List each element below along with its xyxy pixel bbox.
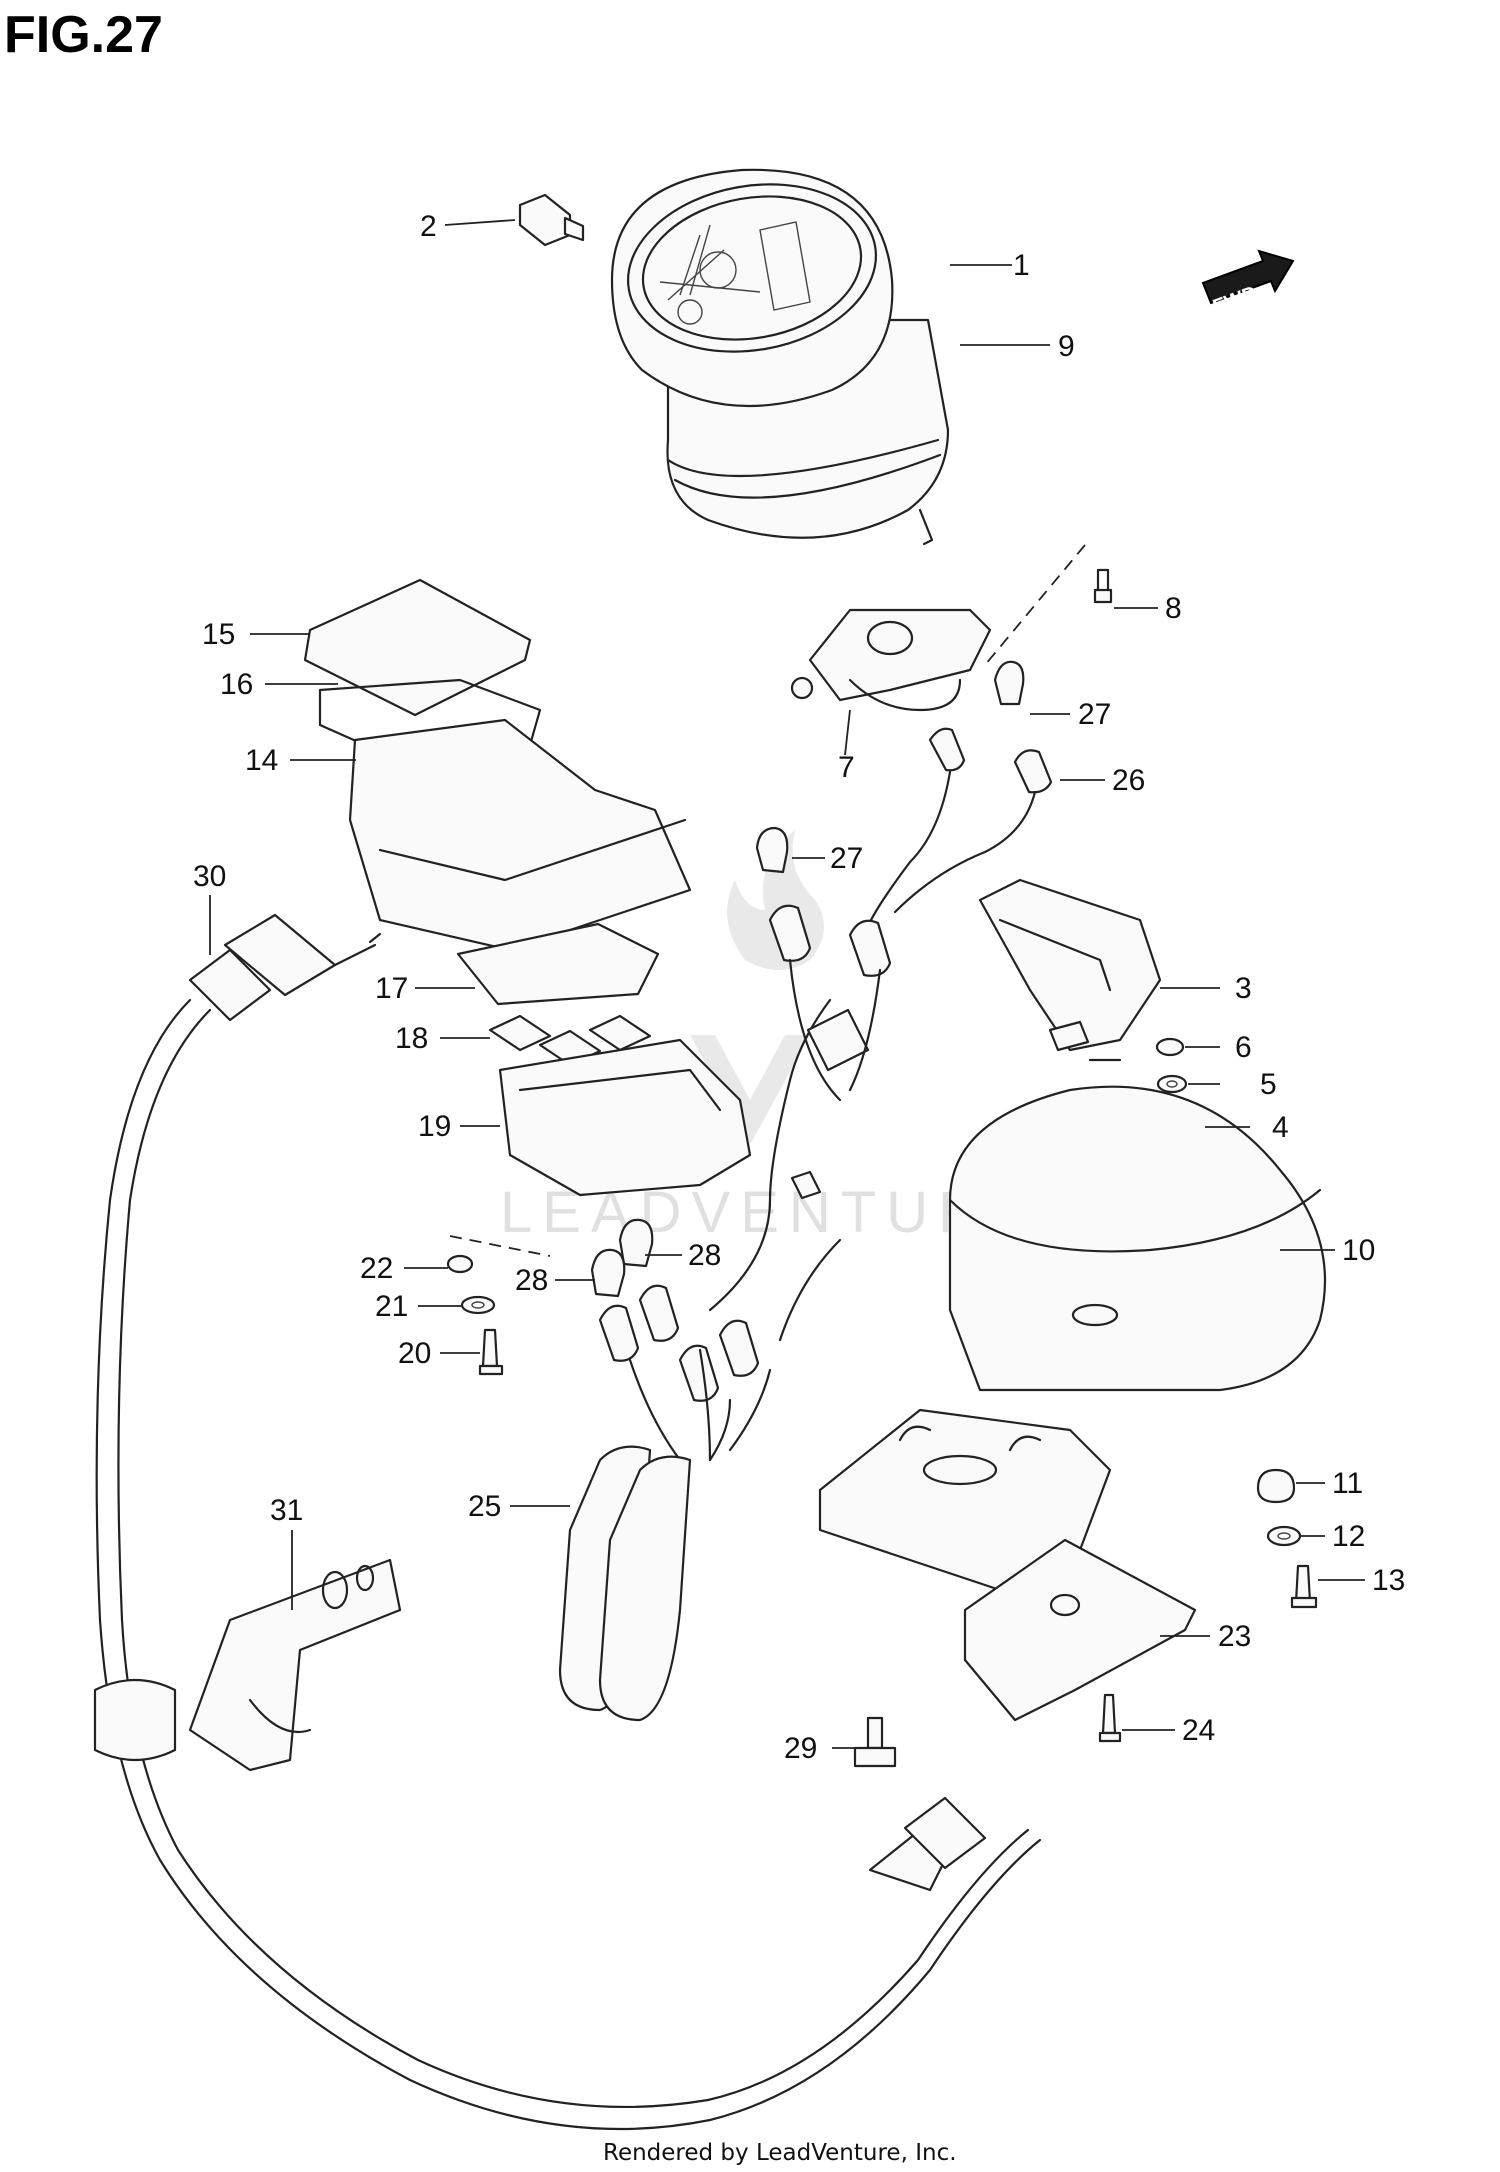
callout-26: 26: [1112, 764, 1145, 797]
grommet-part-11: [1256, 1468, 1296, 1504]
callout-28-upper: 28: [688, 1239, 721, 1272]
callout-29: 29: [784, 1732, 817, 1765]
cable-part-30: [93, 913, 1042, 2131]
lens-part-15: [303, 578, 532, 717]
case-part-14: [348, 718, 692, 952]
callout-22: 22: [360, 1252, 393, 1285]
callout-7: 7: [838, 751, 855, 784]
callout-6: 6: [1235, 1031, 1252, 1064]
callout-8: 8: [1165, 592, 1182, 625]
screw-part-20: [478, 1328, 504, 1376]
bulb-part-28-upper: [618, 1218, 654, 1268]
ref-line-8: [984, 544, 1086, 666]
cover-part-10: [948, 1085, 1327, 1392]
callout-20: 20: [398, 1337, 431, 1370]
callout-14: 14: [245, 744, 278, 777]
speedometer: [610, 168, 950, 546]
socket-part-26: [868, 727, 1053, 924]
seal-part-17: [456, 922, 660, 1006]
callout-25: 25: [468, 1490, 501, 1523]
washer-part-12: [1266, 1525, 1302, 1547]
bulb-part-28-lower: [590, 1248, 626, 1298]
callout-9: 9: [1058, 330, 1075, 363]
callout-31: 31: [270, 1494, 303, 1527]
callout-5: 5: [1260, 1068, 1277, 1101]
cover-part-23: [963, 1538, 1197, 1722]
callout-23: 23: [1218, 1620, 1251, 1653]
callout-1: 1: [1013, 249, 1030, 282]
mount-bracket: [818, 1408, 1112, 1592]
footer-credit: Rendered by LeadVenture, Inc.: [603, 2140, 957, 2166]
callout-24: 24: [1182, 1714, 1215, 1747]
housing-part-3: [978, 878, 1162, 1062]
bulb-part-27-lower: [755, 826, 789, 874]
fwd-arrow-icon: FWD: [1201, 249, 1295, 318]
leader-lines: [209, 219, 1365, 1749]
callout-labels: 1 2 3 4 5 6 7 8 9 10 11 12 13 14 15 16 1…: [193, 210, 1405, 1765]
callout-27-lower: 27: [830, 842, 863, 875]
callout-17: 17: [375, 972, 408, 1005]
callout-12: 12: [1332, 1520, 1365, 1553]
clamp-part-31: [188, 1558, 402, 1772]
screw-part-24: [1098, 1693, 1122, 1743]
socket-group-center: [768, 904, 892, 1102]
callout-28-lower: 28: [515, 1264, 548, 1297]
callout-19: 19: [418, 1110, 451, 1143]
washer-part-5: [1156, 1074, 1188, 1094]
harness-part-25: [558, 998, 870, 1722]
callout-4: 4: [1272, 1111, 1289, 1144]
screw-part-2: [518, 193, 585, 247]
washer-part-21: [460, 1295, 496, 1315]
figure-title: FIG.27: [4, 6, 163, 64]
indicator-box-part-19: [498, 1038, 752, 1197]
callout-30: 30: [193, 860, 226, 893]
callout-18: 18: [395, 1022, 428, 1055]
bulb-part-27-upper: [993, 660, 1025, 706]
callout-27-upper: 27: [1078, 698, 1111, 731]
callout-2: 2: [420, 210, 437, 243]
bolt-part-29: [853, 1716, 897, 1768]
callout-3: 3: [1235, 972, 1252, 1005]
bracket-part-7: [790, 608, 992, 712]
callout-16: 16: [220, 668, 253, 701]
ref-line-22: [449, 1235, 551, 1257]
callout-15: 15: [202, 618, 235, 651]
screw-part-13: [1290, 1564, 1318, 1609]
callout-21: 21: [375, 1290, 408, 1323]
washer-part-6: [1155, 1037, 1185, 1057]
screw-part-8: [1093, 568, 1113, 604]
callout-10: 10: [1342, 1234, 1375, 1267]
callout-11: 11: [1332, 1467, 1363, 1500]
washer-part-22: [446, 1254, 474, 1274]
callout-13: 13: [1372, 1564, 1405, 1597]
